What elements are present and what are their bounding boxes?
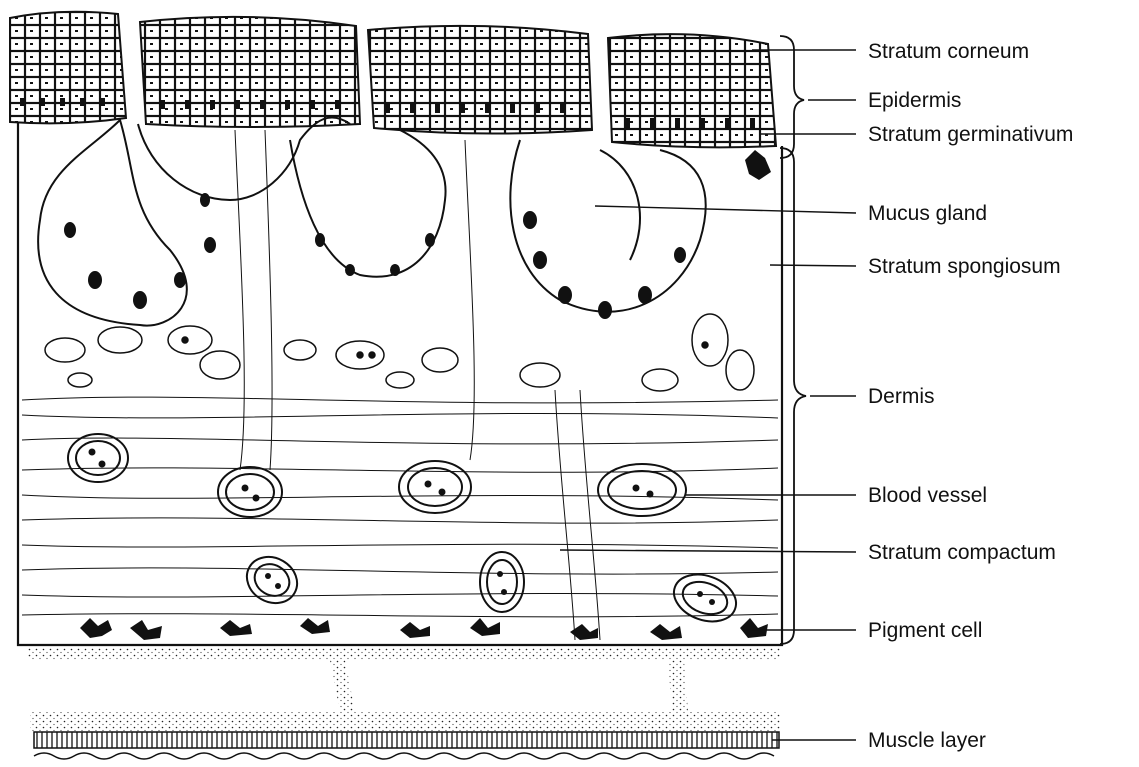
label-muscle-layer: Muscle layer — [868, 730, 986, 751]
dermis-outline — [18, 122, 782, 645]
subcutaneous-layer — [28, 648, 780, 732]
label-stratum-spongiosum: Stratum spongiosum — [868, 256, 1061, 277]
label-mucus-gland: Mucus gland — [868, 203, 987, 224]
label-dermis: Dermis — [868, 386, 935, 407]
dermis-bracket — [780, 148, 806, 644]
stratum-compactum-fibers — [22, 130, 778, 640]
label-stratum-compactum: Stratum compactum — [868, 542, 1056, 563]
label-pigment-cell: Pigment cell — [868, 620, 982, 641]
label-stratum-germinativum: Stratum germinativum — [868, 124, 1073, 145]
epidermis-layer — [10, 12, 776, 148]
label-epidermis: Epidermis — [868, 90, 961, 111]
epidermis-bracket — [780, 36, 804, 158]
label-stratum-corneum: Stratum corneum — [868, 41, 1029, 62]
label-blood-vessel: Blood vessel — [868, 485, 987, 506]
pigment-cells — [80, 150, 771, 640]
mucus-glands — [38, 117, 706, 325]
blood-vessels — [68, 434, 743, 630]
muscle-layer-band — [34, 732, 779, 759]
brackets — [780, 36, 806, 644]
